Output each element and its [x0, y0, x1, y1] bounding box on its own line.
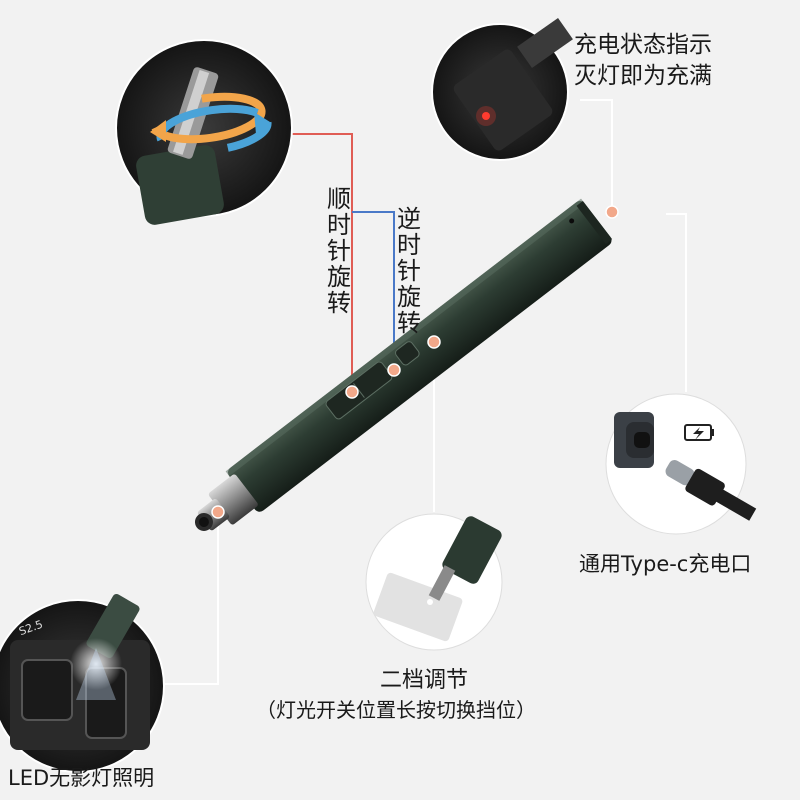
led-detail-circle: S2.5 [0, 593, 165, 773]
counterclockwise-label: 逆时针旋转 [397, 205, 421, 337]
bit-detail-circle [365, 513, 503, 651]
typec-label: 通用Type-c充电口 [579, 552, 752, 576]
led-marker [211, 505, 225, 519]
typec-leader-line [666, 213, 687, 392]
indicator-marker [605, 205, 619, 219]
screwdriver-pen [194, 198, 613, 531]
light-button [395, 341, 420, 366]
typec-detail-circle [605, 393, 757, 535]
battery-charging-icon [684, 424, 714, 441]
two-levels-note: （灯光开关位置长按切换挡位） [256, 698, 536, 722]
usb-c-plug-icon [665, 460, 757, 521]
indicator-hole [569, 218, 575, 224]
switch-marker [427, 335, 441, 349]
rotation-detail-circle [115, 39, 293, 225]
indicator-leader-line [580, 99, 613, 212]
rotation-arrows-icon [150, 92, 272, 156]
pen-body [228, 201, 612, 512]
clockwise-leader-line [290, 133, 353, 392]
charging-indicator-label: 充电状态指示 灭灯即为充满 [574, 32, 712, 89]
clockwise-marker [345, 385, 359, 399]
counterclockwise-leader-line [352, 211, 395, 370]
clockwise-label: 顺时针旋转 [327, 185, 351, 317]
two-levels-label: 二档调节 [380, 668, 469, 693]
led-label: LED无影灯照明 [8, 766, 155, 790]
pen-collar [208, 474, 258, 525]
counterclockwise-marker [387, 363, 401, 377]
led-light-icon [70, 638, 122, 700]
led-leader-line [160, 512, 219, 685]
indicator-detail-circle [431, 18, 573, 161]
